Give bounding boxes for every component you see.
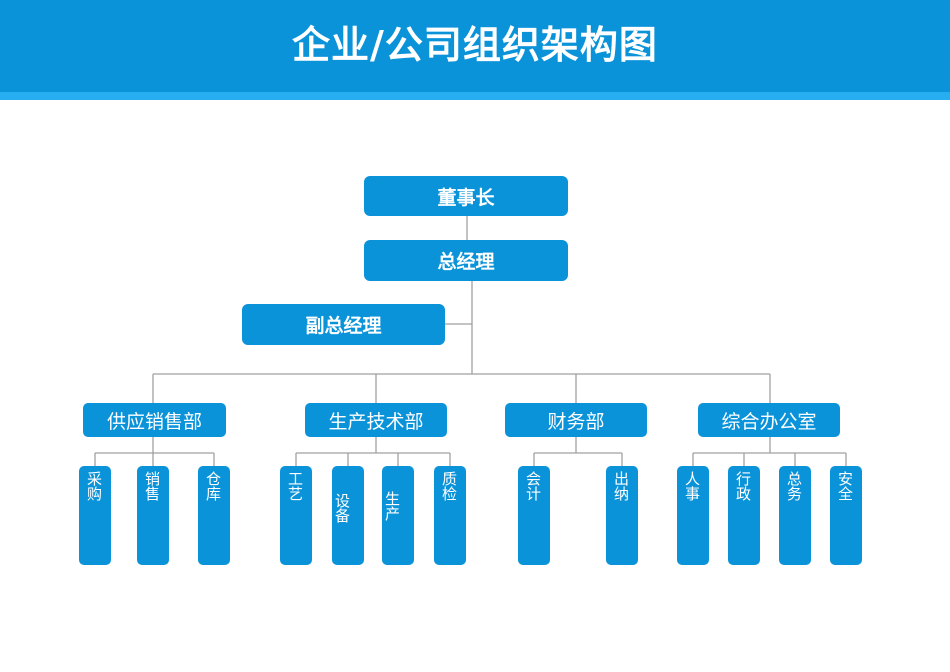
unit-label: 销售 bbox=[143, 471, 161, 501]
unit-label: 会计 bbox=[524, 471, 542, 501]
unit-box-production: 生产 bbox=[382, 466, 414, 565]
general-manager-label: 总经理 bbox=[437, 251, 495, 273]
dept-label: 综合办公室 bbox=[721, 410, 817, 433]
general-manager-box: 总经理 bbox=[364, 240, 568, 281]
unit-box-hr: 人事 bbox=[677, 466, 709, 565]
unit-label: 出纳 bbox=[612, 471, 630, 501]
deputy-general-manager-label: 副总经理 bbox=[305, 315, 382, 337]
dept-box-production-tech: 生产技术部 bbox=[305, 403, 447, 437]
unit-label: 安全 bbox=[836, 471, 854, 501]
unit-box-quality: 质检 bbox=[434, 466, 466, 565]
chairman-box: 董事长 bbox=[364, 176, 568, 216]
unit-box-general-affairs: 总务 bbox=[779, 466, 811, 565]
dept-label: 供应销售部 bbox=[106, 410, 202, 433]
unit-label: 生产 bbox=[383, 491, 401, 521]
unit-label: 行政 bbox=[734, 471, 752, 501]
unit-box-admin: 行政 bbox=[728, 466, 760, 565]
dept-box-supply-sales: 供应销售部 bbox=[83, 403, 226, 437]
dept-label: 财务部 bbox=[547, 410, 605, 433]
chairman-label: 董事长 bbox=[437, 186, 495, 209]
dept-label: 生产技术部 bbox=[328, 410, 424, 433]
deputy-general-manager-box: 副总经理 bbox=[242, 304, 445, 345]
unit-box-purchasing: 采购 bbox=[79, 466, 111, 565]
unit-label: 仓库 bbox=[204, 471, 222, 501]
unit-label: 总务 bbox=[785, 471, 803, 501]
unit-box-equipment: 设备 bbox=[332, 466, 364, 565]
unit-box-accounting: 会计 bbox=[518, 466, 550, 565]
title-banner-stripe bbox=[0, 92, 950, 100]
dept-box-general-office: 综合办公室 bbox=[698, 403, 840, 437]
unit-label: 人事 bbox=[683, 471, 701, 501]
unit-label: 设备 bbox=[333, 493, 351, 523]
unit-box-warehouse: 仓库 bbox=[198, 466, 230, 565]
unit-box-sales: 销售 bbox=[137, 466, 169, 565]
unit-label: 质检 bbox=[440, 471, 458, 501]
page-title: 企业/公司组织架构图 bbox=[292, 23, 658, 67]
title-banner bbox=[0, 0, 950, 100]
unit-label: 工艺 bbox=[286, 471, 304, 501]
dept-box-finance: 财务部 bbox=[505, 403, 647, 437]
unit-box-cashier: 出纳 bbox=[606, 466, 638, 565]
unit-box-safety: 安全 bbox=[830, 466, 862, 565]
unit-label: 采购 bbox=[85, 471, 103, 501]
unit-box-process: 工艺 bbox=[280, 466, 312, 565]
